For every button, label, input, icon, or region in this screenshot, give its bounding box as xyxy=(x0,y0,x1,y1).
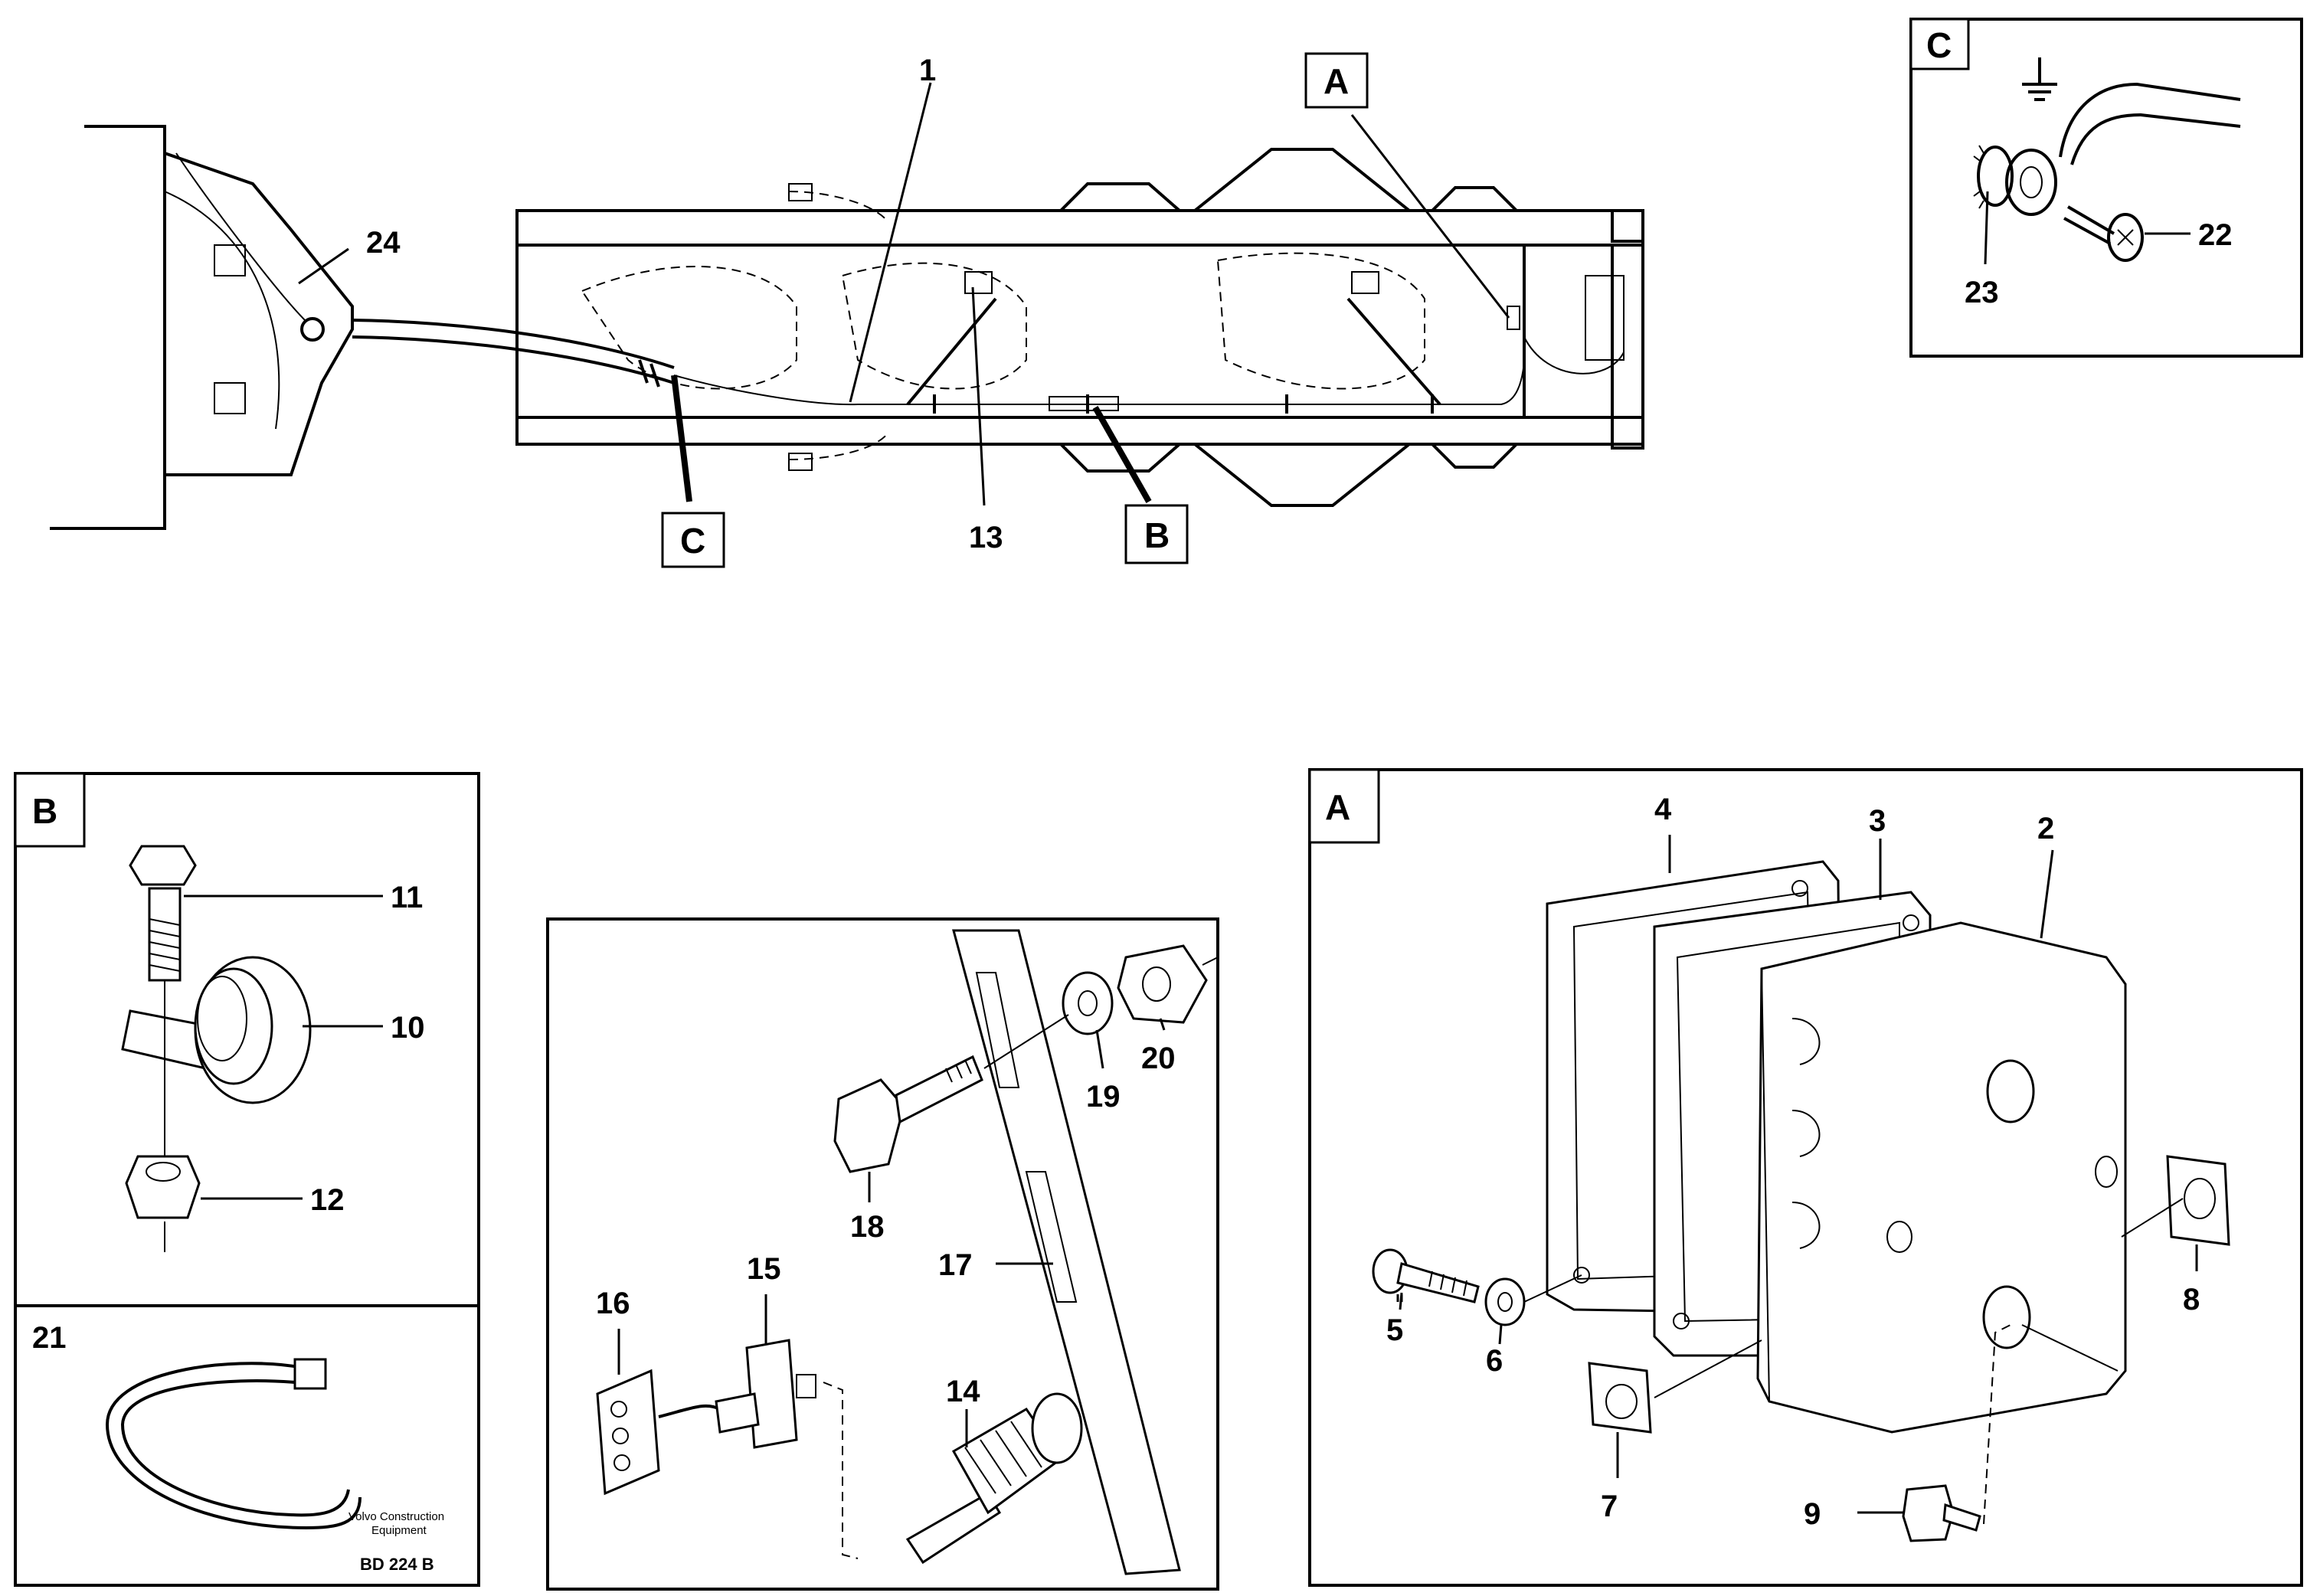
tag-c-overview-text: C xyxy=(680,521,705,561)
callout-18: 18 xyxy=(850,1210,885,1244)
tag-b-overview: B xyxy=(1124,504,1189,564)
detail-b-panel: B 11 10 12 21 Volvo Construction Equipme… xyxy=(14,772,480,1587)
callout-24: 24 xyxy=(366,226,401,260)
detail-sensor-panel: 17 18 19 20 16 15 xyxy=(546,917,1219,1591)
callout-22: 22 xyxy=(2198,218,2233,252)
callout-8: 8 xyxy=(2183,1283,2200,1316)
leader-24 xyxy=(298,247,349,285)
overview-engine-housing xyxy=(50,125,354,530)
leader-a xyxy=(1350,114,1510,319)
callout-23: 23 xyxy=(1965,276,1999,309)
tag-a-overview-text: A xyxy=(1324,61,1349,101)
callout-15: 15 xyxy=(747,1252,781,1286)
callout-3: 3 xyxy=(1869,804,1886,838)
tag-c-overview: C xyxy=(661,512,725,568)
callout-17: 17 xyxy=(938,1248,973,1282)
detail-a-panel: A 4 3 2 5 xyxy=(1308,768,2303,1587)
callout-1: 1 xyxy=(919,54,936,87)
callout-21: 21 xyxy=(32,1321,67,1355)
leader-13 xyxy=(971,286,986,506)
leader-1 xyxy=(849,82,932,403)
callout-13: 13 xyxy=(969,521,1003,554)
callout-12: 12 xyxy=(310,1183,345,1217)
overview-chassis-frame xyxy=(515,148,1644,507)
credit-line-1: Volvo Construction xyxy=(348,1510,444,1523)
detail-c-tag: C xyxy=(1926,25,1952,65)
ground-symbol-icon xyxy=(2022,57,2057,101)
credit-line-2: Equipment xyxy=(371,1524,427,1537)
callout-19: 19 xyxy=(1086,1080,1121,1114)
overview-main-cable xyxy=(352,306,1526,406)
callout-2: 2 xyxy=(2037,812,2054,845)
leader-c xyxy=(671,374,692,502)
callout-16: 16 xyxy=(596,1287,630,1320)
callout-4: 4 xyxy=(1654,793,1672,826)
detail-c-panel: C 22 23 xyxy=(1909,18,2303,358)
leader-b xyxy=(1092,406,1152,503)
callout-7: 7 xyxy=(1601,1490,1618,1523)
tag-b-overview-text: B xyxy=(1144,515,1170,555)
callout-5: 5 xyxy=(1386,1313,1403,1347)
detail-b-tag: B xyxy=(32,791,57,831)
callout-20: 20 xyxy=(1141,1042,1176,1075)
callout-9: 9 xyxy=(1804,1497,1821,1531)
callout-6: 6 xyxy=(1486,1344,1503,1378)
callout-14: 14 xyxy=(946,1375,980,1408)
callout-10: 10 xyxy=(391,1011,425,1045)
callout-11: 11 xyxy=(391,881,423,914)
drawing-code: BD 224 B xyxy=(360,1555,434,1574)
tag-a-overview: A xyxy=(1304,52,1369,109)
detail-a-tag: A xyxy=(1325,787,1350,827)
